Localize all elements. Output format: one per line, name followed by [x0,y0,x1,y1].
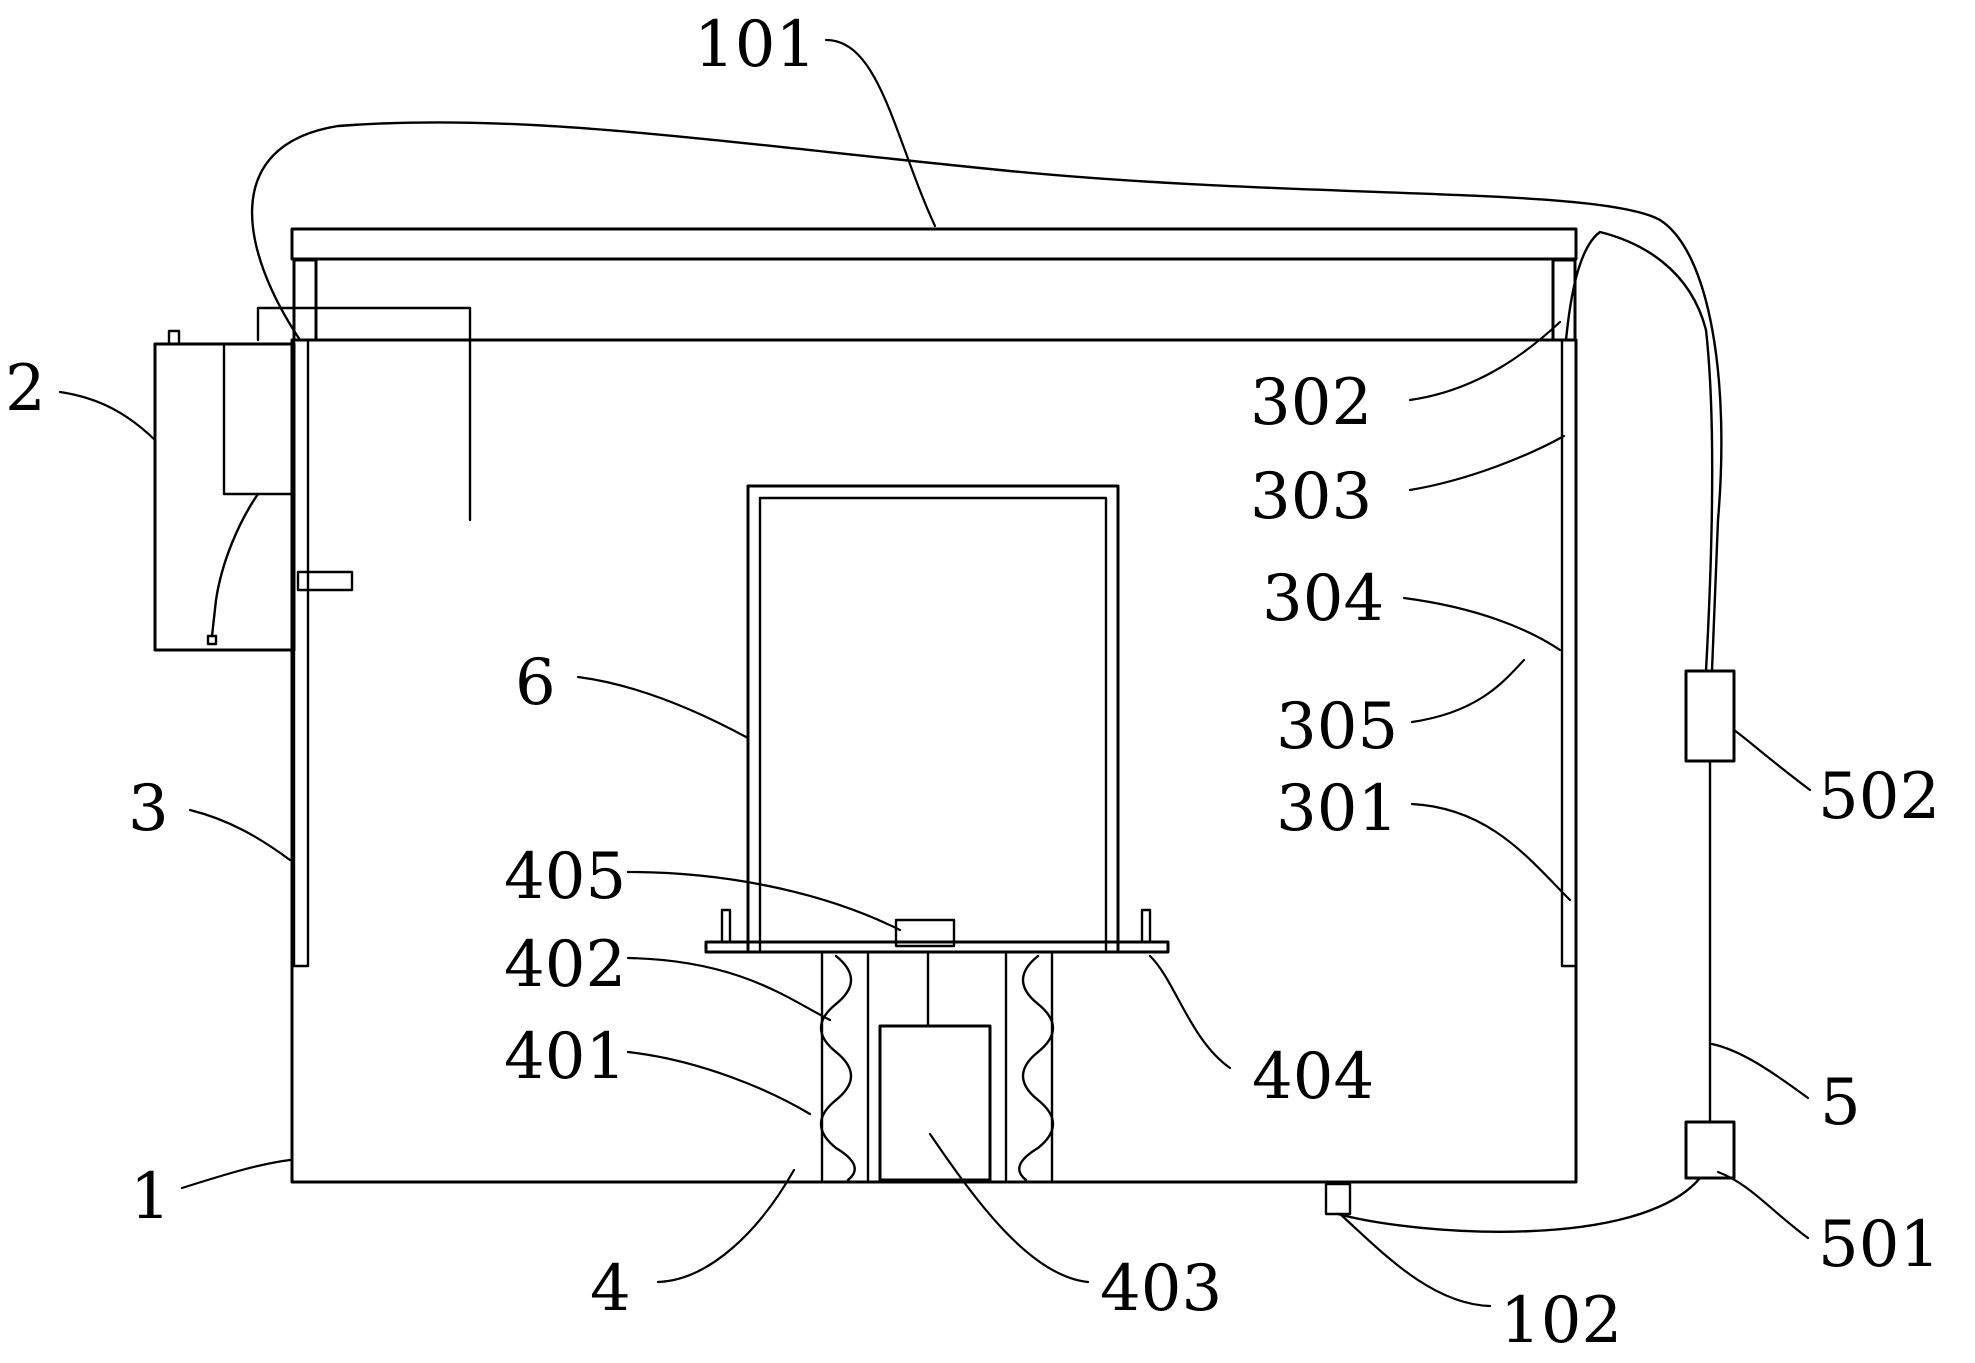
label-6: 6 [515,646,556,720]
label-3: 3 [128,772,169,846]
lift-inner-guides [866,952,1008,1182]
label-501: 501 [1818,1208,1940,1282]
label-302: 302 [1250,366,1372,440]
label-401: 401 [504,1020,626,1094]
leader-501 [1716,1170,1810,1240]
overhead-cable-main [250,121,1723,673]
leader-405 [626,870,902,932]
inner-container-outer [746,484,1120,952]
leader-302 [1408,320,1562,402]
control-box-indicator [206,634,218,646]
actuator-cylinder [878,1024,992,1182]
label-502: 502 [1818,760,1940,834]
label-102: 102 [1500,1284,1622,1358]
label-304: 304 [1262,562,1384,636]
leader-404 [1148,954,1232,1070]
label-1: 1 [130,1160,171,1234]
lower-pump [1684,1120,1736,1180]
inner-container-inner [758,496,1108,952]
left-bracket [296,570,354,592]
leader-502 [1732,728,1812,792]
leader-304 [1402,596,1562,652]
label-404: 404 [1252,1040,1374,1114]
label-4: 4 [590,1252,631,1326]
right-spring [1018,954,1055,1182]
plate-sensor [894,918,956,948]
leader-3 [188,808,292,862]
left-clamp [720,908,732,944]
right-clamp [1140,908,1152,944]
leader-2 [58,390,157,442]
control-box-cable [210,492,260,638]
label-403: 403 [1100,1252,1222,1326]
left-side-plate [292,338,310,968]
label-5: 5 [1820,1066,1861,1140]
label-405: 405 [504,840,626,914]
leader-5 [1710,1042,1810,1100]
leader-402 [626,956,832,1022]
leader-6 [576,675,750,740]
label-301: 301 [1276,772,1398,846]
leader-4 [656,1168,796,1284]
label-2: 2 [5,352,46,426]
leader-303 [1408,434,1566,492]
top-lid [290,227,1578,261]
lift-column-lines [820,952,1054,1182]
label-101: 101 [694,8,816,82]
leader-305 [1410,658,1526,724]
left-spring [819,954,856,1182]
leader-101 [824,38,937,228]
inlet-pipe [256,306,472,522]
outlet-hose [1336,1176,1702,1233]
leader-403 [928,1132,1090,1284]
left-support-post [292,258,318,342]
support-plate [704,940,1170,954]
upper-valve [1684,669,1736,763]
overhead-cable-inner [1564,230,1714,673]
label-402: 402 [504,928,626,1002]
leader-1 [180,1158,292,1190]
label-303: 303 [1250,460,1372,534]
control-box-top-knob [167,329,181,346]
leader-102 [1338,1212,1492,1308]
bottom-outlet [1324,1182,1352,1216]
control-box-inner-panel [222,342,296,496]
right-side-plate [1560,338,1578,968]
leader-401 [626,1050,812,1116]
leader-301 [1410,802,1572,902]
label-305: 305 [1276,690,1398,764]
